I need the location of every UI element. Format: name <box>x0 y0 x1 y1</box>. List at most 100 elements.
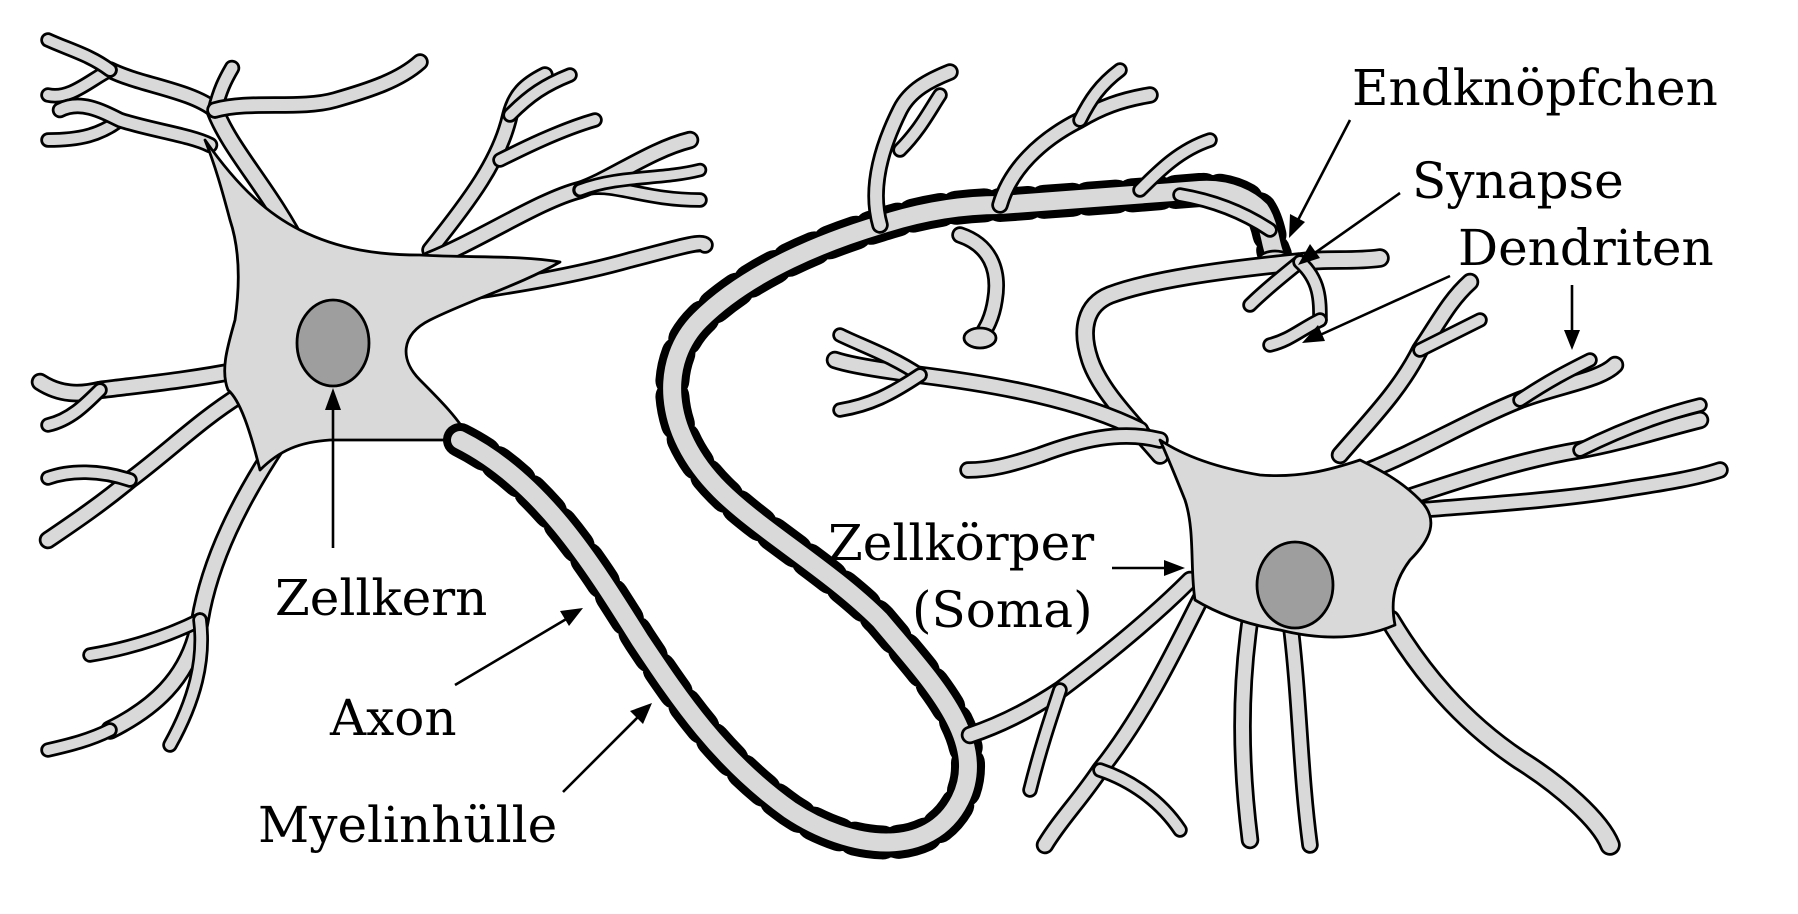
right-dendrite-7-core <box>835 370 925 415</box>
right-dendrite-17-core <box>1025 685 1065 795</box>
right-dendrite-1 <box>1075 248 1390 465</box>
axon-collateral-4-core <box>1075 65 1125 125</box>
left-dendrite-16-core <box>33 363 247 400</box>
right-dendrite-8-core <box>962 430 1166 476</box>
left-dendrite-16 <box>30 360 250 403</box>
axon-core <box>451 180 1284 852</box>
left-dendrite-17 <box>40 382 108 433</box>
left-nucleus <box>295 298 371 388</box>
terminal-button-1 <box>962 326 998 350</box>
endknoepfchen-arrow <box>1289 119 1352 238</box>
dendriten-arrow-diagonal <box>1302 274 1451 343</box>
axon-collateral-2-core <box>895 90 945 155</box>
right-soma <box>1158 438 1433 639</box>
left-dendrite-11-core <box>495 115 600 165</box>
dendriten-arrow-down <box>1564 285 1580 350</box>
right-dendrite-14 <box>1572 397 1708 458</box>
right-dendrite-6 <box>832 327 928 383</box>
synapse-arrow <box>1298 191 1401 265</box>
axon-collateral-5 <box>1132 132 1218 198</box>
annotation-arrows <box>325 119 1580 793</box>
right-nucleus <box>1255 540 1335 630</box>
right-dendrite-21-core <box>1284 614 1316 851</box>
right-dendrite-4-core <box>1265 315 1325 350</box>
right-dendrite-5 <box>825 350 1150 440</box>
right-dendrite-19 <box>1092 762 1188 838</box>
axon-collateral-7-core <box>1175 190 1275 235</box>
left-dendrite-8 <box>51 97 219 154</box>
left-dendrite-5-core <box>43 35 115 75</box>
myelinhuelle-arrow <box>562 703 652 793</box>
right-dendrite-12 <box>1512 352 1598 408</box>
left-dendrite-19-core <box>43 467 135 485</box>
axon-collateral-7 <box>1172 187 1278 238</box>
right-dendrite-1-core <box>1078 251 1387 462</box>
left-dendrite-19 <box>40 464 138 488</box>
right-dendrite-10 <box>1412 312 1488 358</box>
axon-collateral-6-core <box>954 229 1003 344</box>
left-dendrite-23 <box>40 722 118 758</box>
right-dendrite-15-core <box>1414 464 1726 516</box>
right-dendrite-18 <box>1035 590 1210 855</box>
label-dendriten: Dendriten <box>1458 219 1714 277</box>
left-dendrite-8-core <box>54 100 216 151</box>
right-dendrite-17 <box>1022 682 1068 798</box>
left-dendrite-22-core <box>165 615 207 750</box>
left-dendrite-14-core <box>575 165 705 195</box>
left-dendrite-22 <box>162 612 209 753</box>
right-dendrite-18-core <box>1038 593 1207 852</box>
left-dendrite-6 <box>206 53 429 119</box>
right-dendrite-22-core <box>1382 612 1618 853</box>
left-dendrite-21 <box>82 612 208 663</box>
right-dendrite-12-core <box>1515 355 1595 405</box>
labels: Endknöpfchen Synapse Dendriten Zellkörpe… <box>258 59 1718 854</box>
right-dendrite-14-core <box>1575 400 1705 455</box>
left-dendrite-21-core <box>85 615 205 660</box>
left-dendrite-14 <box>572 162 708 198</box>
label-zellkoerper: Zellkörper <box>828 514 1094 572</box>
right-dendrite-20 <box>1233 610 1260 850</box>
axon-collateral-4 <box>1072 62 1128 128</box>
left-dendrite-17-core <box>43 385 105 430</box>
axon-arrow <box>454 608 583 687</box>
left-dendrite-4 <box>40 62 118 104</box>
axon-collateral-2 <box>892 87 948 158</box>
right-dendrite-22 <box>1379 609 1621 856</box>
left-dendrite-6-core <box>209 56 426 116</box>
right-neuron <box>825 248 1729 856</box>
axon <box>443 62 1295 860</box>
left-dendrite-11 <box>492 112 603 168</box>
label-synapse: Synapse <box>1412 152 1624 210</box>
right-dendrite-8 <box>959 427 1169 479</box>
left-dendrite-9-core <box>424 69 551 256</box>
label-axon: Axon <box>329 689 457 747</box>
right-dendrite-15 <box>1411 461 1729 519</box>
label-zellkern: Zellkern <box>275 569 487 627</box>
left-dendrite-23-core <box>43 725 115 755</box>
left-dendrite-9 <box>421 66 554 259</box>
left-dendrite-2 <box>101 61 224 119</box>
right-dendrite-7 <box>832 367 928 418</box>
left-dendrite-2-core <box>104 64 221 116</box>
right-dendrite-5-core <box>828 353 1147 437</box>
left-dendrite-5 <box>40 32 118 78</box>
left-neuron <box>30 32 714 758</box>
right-dendrite-10-core <box>1415 315 1485 355</box>
zellkern-arrow <box>325 388 341 548</box>
label-soma: (Soma) <box>912 581 1093 639</box>
left-dendrite-10-core <box>505 70 575 120</box>
right-dendrite-20-core <box>1236 613 1257 847</box>
axon-collateral-5-core <box>1135 135 1215 195</box>
axon-collateral-1 <box>867 63 959 234</box>
label-endknoepfchen: Endknöpfchen <box>1352 59 1718 117</box>
right-dendrite-21 <box>1281 611 1319 854</box>
right-dendrite-6-core <box>835 330 925 380</box>
right-dendrite-4 <box>1262 312 1328 353</box>
right-dendrite-3 <box>1292 254 1328 328</box>
label-myelinhuelle: Myelinhülle <box>258 796 557 854</box>
axon-collateral-6 <box>951 226 1005 347</box>
axon-collateral-1-core <box>870 66 956 231</box>
left-dendrite-10 <box>502 67 578 123</box>
right-dendrite-19-core <box>1095 765 1185 835</box>
